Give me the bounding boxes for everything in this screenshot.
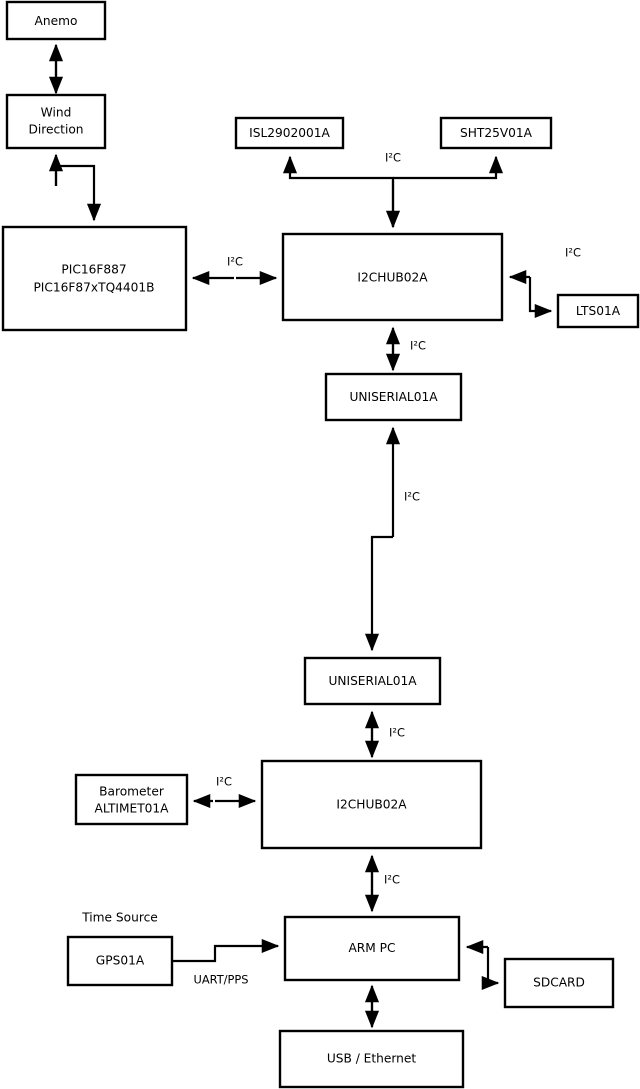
edge-label-barometer-hub: I²C: [216, 775, 232, 789]
node-label-pic-line2: PIC16F87xTQ4401B: [33, 281, 154, 295]
node-label-uniserial01a-bottom: UNISERIAL01A: [328, 674, 417, 688]
edge-label-uniserial-hub-bot: I²C: [389, 726, 405, 740]
node-label-usb-ethernet: USB / Ethernet: [327, 1052, 417, 1066]
label-time-source: Time Source: [81, 911, 158, 925]
node-label-isl2902001a: ISL2902001A: [249, 126, 330, 140]
edge-label-gps-armpc: UART/PPS: [194, 973, 249, 987]
node-gps01a[interactable]: GPS01A: [66, 935, 174, 987]
node-arm-pc[interactable]: ARM PC: [283, 915, 461, 982]
node-label-pic-line1: PIC16F887: [61, 263, 126, 277]
node-sdcard[interactable]: SDCARD: [503, 957, 615, 1009]
edge-label-hub-armpc: I²C: [384, 873, 400, 887]
edge-gps-armpc: UART/PPS: [172, 938, 280, 987]
node-sht25v01a[interactable]: SHT25V01A: [439, 116, 553, 150]
edge-hub-armpc: I²C: [364, 854, 400, 913]
node-label-wind-direction-line2: Direction: [28, 123, 83, 137]
edge-hub-isl-sht: I²C: [282, 151, 504, 229]
edge-label-pic-hub: I²C: [227, 255, 243, 269]
node-label-sht25v01a: SHT25V01A: [460, 126, 533, 140]
node-i2chub02a-top[interactable]: I2CHUB02A: [281, 232, 504, 322]
edge-label-hub-isl-sht: I²C: [385, 151, 401, 165]
node-label-arm-pc: ARM PC: [348, 941, 395, 955]
edge-hub-uniserial-top: I²C: [385, 326, 426, 372]
node-label-i2chub02a-bottom: I2CHUB02A: [336, 798, 407, 812]
node-label-uniserial01a-top: UNISERIAL01A: [349, 390, 438, 404]
node-label-barometer-line1: Barometer: [99, 785, 165, 799]
node-pic16f887[interactable]: PIC16F887 PIC16F87xTQ4401B: [1, 225, 188, 332]
edge-label-hub-lts: I²C: [565, 246, 581, 260]
edge-uniserial-link: I²C: [364, 426, 420, 652]
edge-armpc-sdcard: [465, 939, 500, 991]
edge-hub-lts: I²C: [508, 246, 581, 319]
node-wind-direction[interactable]: Wind Direction: [5, 93, 107, 150]
node-isl2902001a[interactable]: ISL2902001A: [234, 116, 345, 150]
node-barometer-altimet01a[interactable]: Barometer ALTIMET01A: [74, 773, 189, 826]
edge-pic-wind: [48, 153, 102, 222]
edge-pic-hub-top: I²C: [191, 255, 278, 286]
node-lts01a[interactable]: LTS01A: [556, 293, 640, 329]
node-uniserial01a-bottom[interactable]: UNISERIAL01A: [303, 656, 442, 706]
node-label-lts01a: LTS01A: [576, 304, 621, 318]
node-label-anemo: Anemo: [35, 14, 78, 28]
edge-uniserial-hub-bot: I²C: [364, 710, 405, 759]
node-usb-ethernet[interactable]: USB / Ethernet: [278, 1029, 465, 1089]
node-label-i2chub02a-top: I2CHUB02A: [357, 271, 428, 285]
node-uniserial01a-top[interactable]: UNISERIAL01A: [324, 372, 463, 422]
edge-label-hub-uniserial: I²C: [410, 339, 426, 353]
node-label-sdcard: SDCARD: [533, 976, 585, 990]
node-label-gps01a: GPS01A: [96, 954, 145, 968]
node-label-barometer-line2: ALTIMET01A: [95, 802, 170, 816]
edge-barometer-hub: I²C: [192, 775, 257, 809]
edge-label-uniserial-link: I²C: [404, 490, 420, 504]
node-anemo[interactable]: Anemo: [5, 0, 107, 41]
node-label-wind-direction-line1: Wind: [41, 106, 72, 120]
node-i2chub02a-bottom[interactable]: I2CHUB02A: [260, 759, 483, 850]
